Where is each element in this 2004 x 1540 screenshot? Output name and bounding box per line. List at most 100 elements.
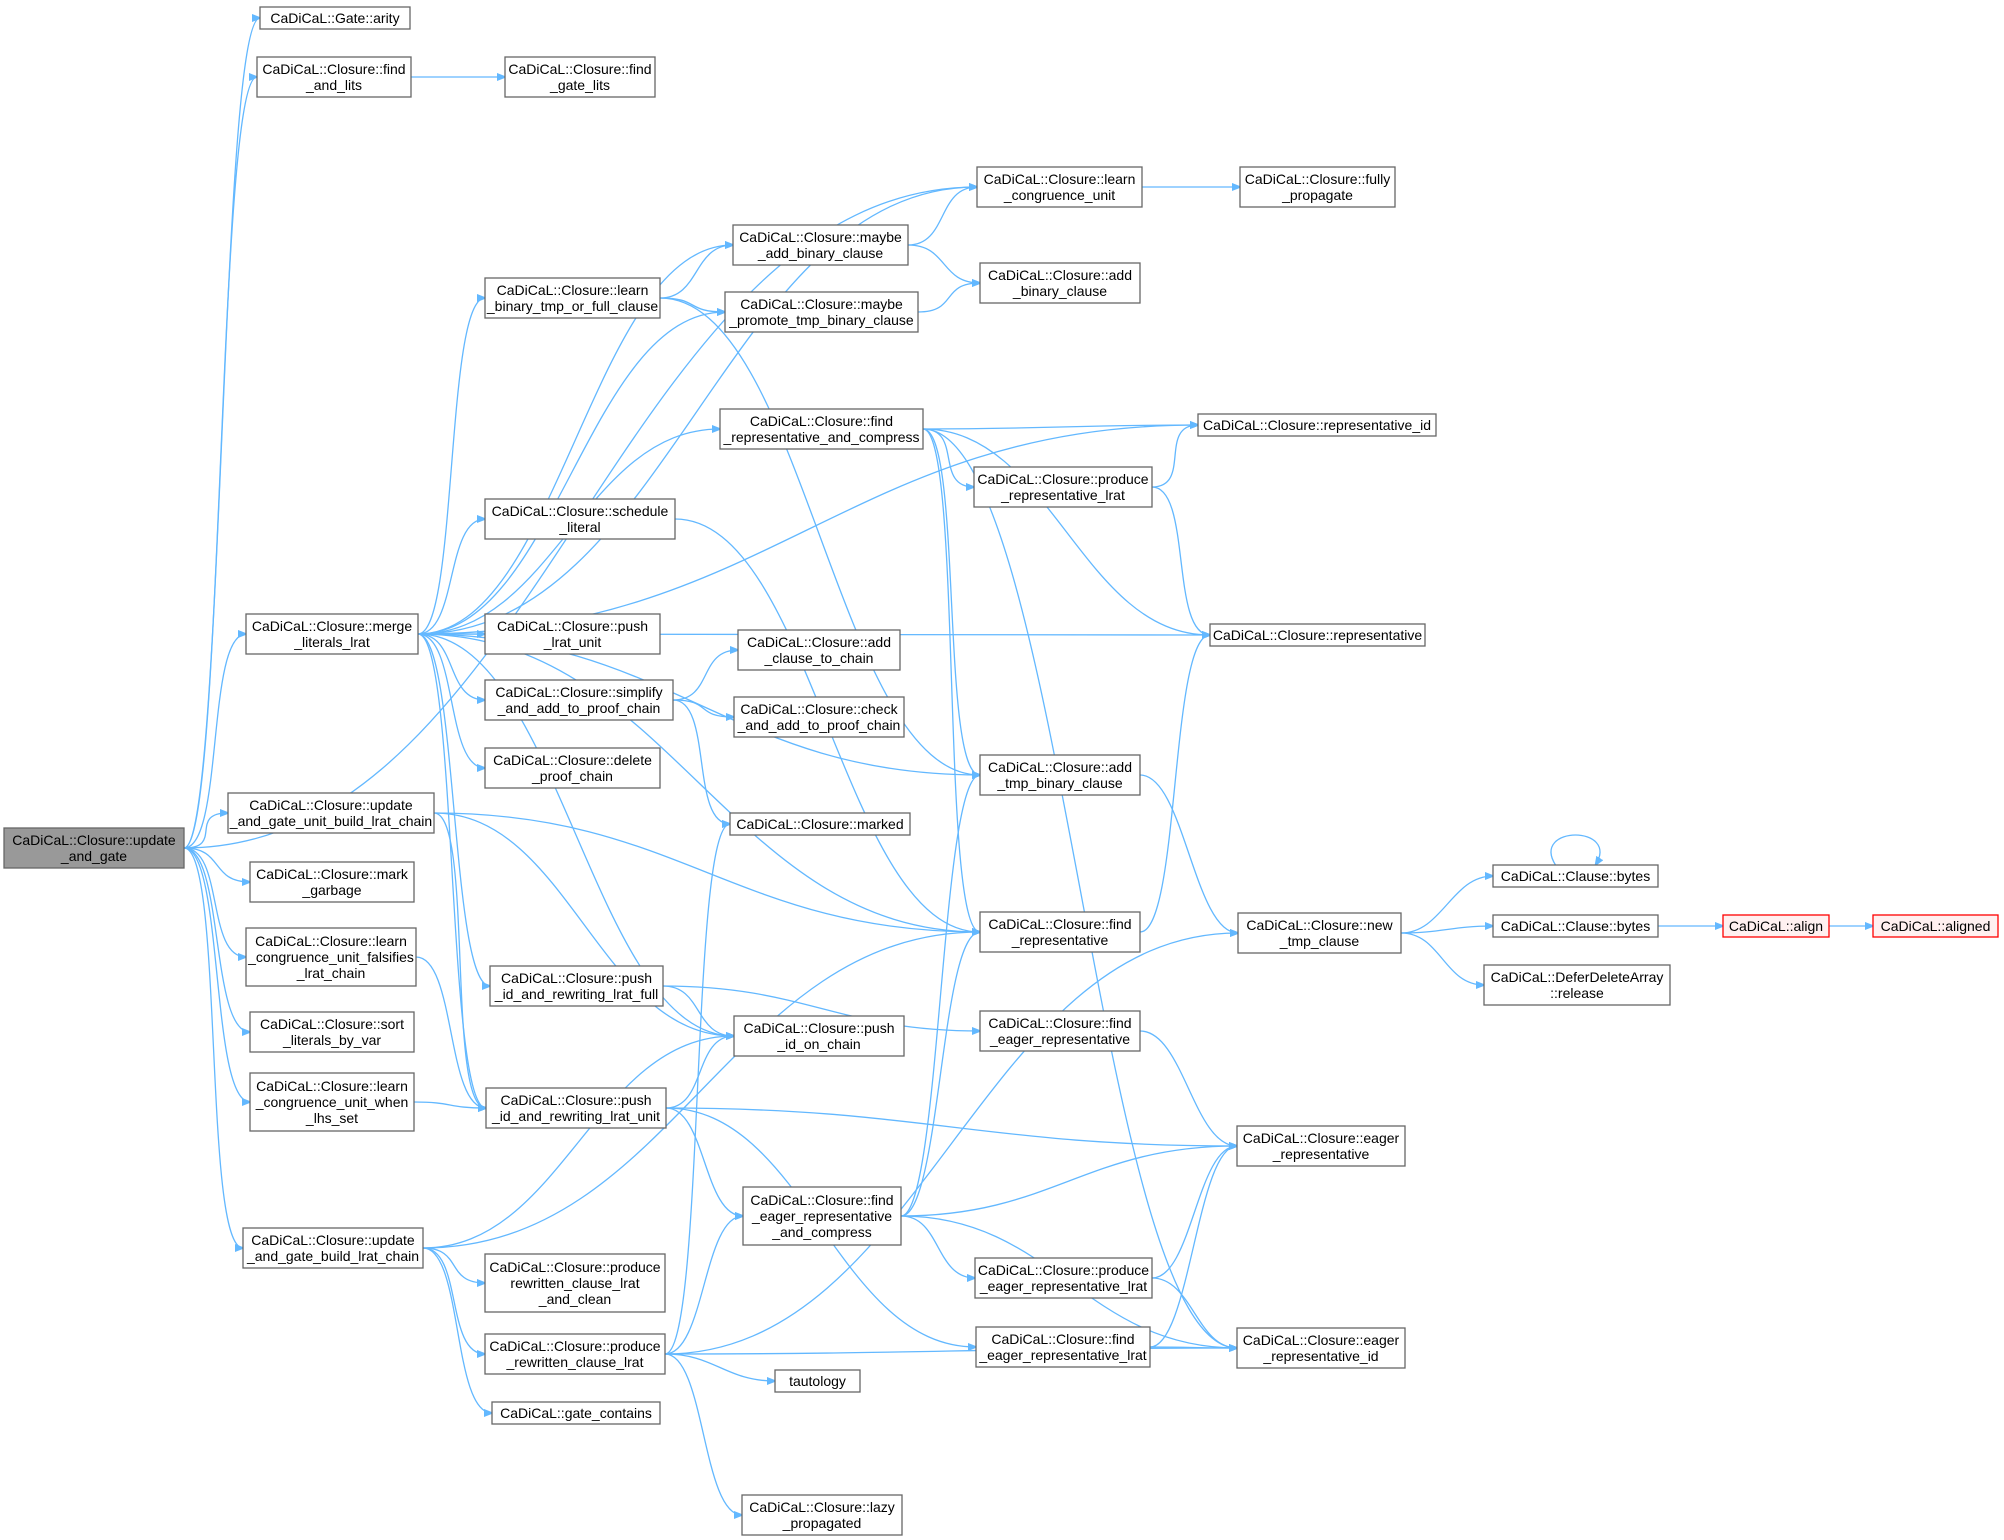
node-defer-delete-array-release[interactable]: CaDiCaL::DeferDeleteArray::release (1483, 964, 1671, 1006)
node-representative[interactable]: CaDiCaL::Closure::representative (1209, 623, 1426, 647)
node-learn-congruence-unit[interactable]: CaDiCaL::Closure::learn_congruence_unit (976, 166, 1143, 208)
node-tautology[interactable]: tautology (774, 1369, 861, 1393)
node-add-clause-to-chain[interactable]: CaDiCaL::Closure::add_clause_to_chain (737, 629, 901, 671)
edge-maybe-add-binary-clause-to-learn-congruence-unit (907, 187, 977, 246)
node-learn-binary-tmp-or-full-clause[interactable]: CaDiCaL::Closure::learn_binary_tmp_or_fu… (484, 277, 661, 319)
node-sort-literals-by-var[interactable]: CaDiCaL::Closure::sort_literals_by_var (249, 1011, 415, 1053)
node-clause-bytes-1[interactable]: CaDiCaL::Clause::bytes (1492, 864, 1659, 888)
node-learn-congruence-unit-falsifies-lrat-chain[interactable]: CaDiCaL::Closure::learn_congruence_unit_… (245, 927, 417, 987)
edge-merge-literals-lrat-to-learn-binary-tmp-or-full-clause (417, 298, 485, 635)
node-box (491, 1401, 661, 1425)
node-label-line: _proof_chain (531, 768, 613, 784)
node-label-line: CaDiCaL::Closure::maybe (740, 296, 903, 312)
edge-maybe-add-binary-clause-to-add-binary-clause (907, 244, 980, 283)
node-simplify-and-add-to-proof-chain[interactable]: CaDiCaL::Closure::simplify_and_add_to_pr… (484, 679, 674, 721)
edge-learn-congruence-unit-falsifies-lrat-chain-to-push-id-and-rewriting-lrat-unit (415, 956, 486, 1108)
node-box (774, 1369, 861, 1393)
node-box (732, 224, 909, 266)
node-label-line: CaDiCaL::Gate::arity (270, 10, 399, 26)
node-label-line: _congruence_unit (1003, 187, 1115, 203)
node-label-line: _literals_lrat (293, 634, 370, 650)
node-box (976, 166, 1143, 208)
node-label-line: _and_compress (771, 1224, 872, 1240)
node-align[interactable]: CaDiCaL::align (1722, 914, 1830, 938)
node-lazy-propagated[interactable]: CaDiCaL::Closure::lazy_propagated (741, 1494, 903, 1536)
node-clause-bytes-2[interactable]: CaDiCaL::Clause::bytes (1492, 914, 1659, 938)
edge-produce-rewritten-clause-lrat-to-eager-representative-id (664, 1348, 1237, 1355)
node-label-line: CaDiCaL::Closure::update (249, 797, 413, 813)
node-label-line: _clause_to_chain (764, 650, 874, 666)
node-aligned[interactable]: CaDiCaL::aligned (1872, 914, 1999, 938)
node-label-line: CaDiCaL::Closure::push (501, 970, 652, 986)
edge-produce-rewritten-clause-lrat-to-find-eager-representative-and-compress (664, 1216, 743, 1355)
node-fully-propagate[interactable]: CaDiCaL::Closure::fully_propagate (1239, 166, 1396, 208)
node-box (489, 965, 664, 1007)
node-new-tmp-clause[interactable]: CaDiCaL::Closure::new_tmp_clause (1237, 912, 1402, 954)
node-learn-congruence-unit-when-lhs-set[interactable]: CaDiCaL::Closure::learn_congruence_unit_… (249, 1072, 415, 1132)
node-find-eager-representative[interactable]: CaDiCaL::Closure::find_eager_representat… (979, 1010, 1141, 1052)
node-update-and-gate-build-lrat-chain[interactable]: CaDiCaL::Closure::update_and_gate_build_… (242, 1227, 424, 1269)
node-eager-representative-id[interactable]: CaDiCaL::Closure::eager_representative_i… (1236, 1327, 1406, 1369)
node-update-and-gate[interactable]: CaDiCaL::Closure::update_and_gate (3, 827, 185, 869)
node-merge-literals-lrat[interactable]: CaDiCaL::Closure::merge_literals_lrat (245, 613, 419, 655)
node-produce-rewritten-clause-lrat[interactable]: CaDiCaL::Closure::produce_rewritten_clau… (484, 1333, 666, 1375)
edge-update-and-gate-unit-build-lrat-chain-to-find-representative (433, 812, 980, 932)
node-find-representative[interactable]: CaDiCaL::Closure::find_representative (979, 911, 1141, 953)
node-label-line: CaDiCaL::Closure::push (497, 618, 648, 634)
node-push-id-and-rewriting-lrat-full[interactable]: CaDiCaL::Closure::push_id_and_rewriting_… (489, 965, 664, 1007)
node-gate-arity[interactable]: CaDiCaL::Gate::arity (259, 6, 411, 30)
node-add-binary-clause[interactable]: CaDiCaL::Closure::add_binary_clause (979, 262, 1141, 304)
node-delete-proof-chain[interactable]: CaDiCaL::Closure::delete_proof_chain (484, 747, 661, 789)
node-box (484, 613, 661, 655)
node-label-line: _eager_representative_lrat (979, 1278, 1147, 1294)
node-find-and-lits[interactable]: CaDiCaL::Closure::find_and_lits (256, 56, 412, 98)
node-box (484, 747, 661, 789)
node-label-line: CaDiCaL::Closure::find (991, 1331, 1134, 1347)
node-push-id-and-rewriting-lrat-unit[interactable]: CaDiCaL::Closure::push_id_and_rewriting_… (485, 1087, 667, 1129)
node-maybe-promote-tmp-binary-clause[interactable]: CaDiCaL::Closure::maybe_promote_tmp_bina… (724, 291, 919, 333)
node-box (979, 1010, 1141, 1052)
node-produce-rewritten-clause-lrat-and-clean[interactable]: CaDiCaL::Closure::producerewritten_claus… (484, 1253, 666, 1313)
node-produce-representative-lrat[interactable]: CaDiCaL::Closure::produce_representative… (973, 466, 1153, 508)
node-find-gate-lits[interactable]: CaDiCaL::Closure::find_gate_lits (504, 56, 656, 98)
node-check-and-add-to-proof-chain[interactable]: CaDiCaL::Closure::check_and_add_to_proof… (733, 696, 905, 738)
node-add-tmp-binary-clause[interactable]: CaDiCaL::Closure::add_tmp_binary_clause (979, 754, 1141, 796)
node-find-eager-representative-and-compress[interactable]: CaDiCaL::Closure::find_eager_representat… (742, 1186, 902, 1246)
node-label-line: _add_binary_clause (757, 245, 884, 261)
node-label-line: CaDiCaL::Closure::fully (1245, 171, 1391, 187)
node-update-and-gate-unit-build-lrat-chain[interactable]: CaDiCaL::Closure::update_and_gate_unit_b… (227, 792, 435, 834)
node-mark-garbage[interactable]: CaDiCaL::Closure::mark_garbage (249, 861, 415, 903)
node-find-representative-and-compress[interactable]: CaDiCaL::Closure::find_representative_an… (719, 408, 924, 450)
edge-produce-eager-representative-lrat-to-eager-representative-id (1151, 1277, 1237, 1348)
edge-find-representative-and-compress-to-find-representative (922, 428, 980, 932)
edge-push-id-and-rewriting-lrat-unit-to-push-id-on-chain (665, 1036, 734, 1109)
node-box (484, 679, 674, 721)
node-layer: CaDiCaL::Closure::update_and_gateCaDiCaL… (3, 6, 1999, 1536)
node-representative-id[interactable]: CaDiCaL::Closure::representative_id (1197, 413, 1437, 437)
node-schedule-literal[interactable]: CaDiCaL::Closure::schedule_literal (484, 498, 676, 540)
node-label-line: CaDiCaL::Closure::lazy (749, 1499, 895, 1515)
node-find-eager-representative-lrat[interactable]: CaDiCaL::Closure::find_eager_representat… (975, 1326, 1151, 1368)
node-push-lrat-unit[interactable]: CaDiCaL::Closure::push_lrat_unit (484, 613, 661, 655)
node-label-line: _lrat_unit (543, 634, 602, 650)
node-gate-contains[interactable]: CaDiCaL::gate_contains (491, 1401, 661, 1425)
node-push-id-on-chain[interactable]: CaDiCaL::Closure::push_id_on_chain (733, 1015, 905, 1057)
node-eager-representative[interactable]: CaDiCaL::Closure::eager_representative (1236, 1125, 1406, 1167)
node-label-line: _id_and_rewriting_lrat_unit (491, 1108, 660, 1124)
node-label-line: CaDiCaL::Closure::find (988, 916, 1131, 932)
node-produce-eager-representative-lrat[interactable]: CaDiCaL::Closure::produce_eager_represen… (974, 1257, 1153, 1299)
edge-learn-congruence-unit-when-lhs-set-to-push-id-and-rewriting-lrat-unit (413, 1101, 486, 1108)
node-maybe-add-binary-clause[interactable]: CaDiCaL::Closure::maybe_add_binary_claus… (732, 224, 909, 266)
node-label-line: _binary_clause (1012, 283, 1107, 299)
edge-update-and-gate-build-lrat-chain-to-push-id-on-chain (422, 1036, 734, 1249)
edge-produce-eager-representative-lrat-to-eager-representative (1151, 1146, 1237, 1279)
node-label-line: CaDiCaL::Closure::produce (977, 471, 1148, 487)
node-box (729, 812, 911, 836)
edge-merge-literals-lrat-to-learn-congruence-unit (417, 187, 977, 635)
edge-merge-literals-lrat-to-push-id-and-rewriting-lrat-full (417, 633, 490, 986)
edge-new-tmp-clause-to-clause-bytes-2 (1400, 926, 1493, 934)
node-label-line: CaDiCaL::Closure::eager (1243, 1130, 1400, 1146)
edge-update-and-gate-build-lrat-chain-to-produce-rewritten-clause-lrat-and-clean (422, 1247, 485, 1283)
node-marked[interactable]: CaDiCaL::Closure::marked (729, 812, 911, 836)
node-box (259, 6, 411, 30)
